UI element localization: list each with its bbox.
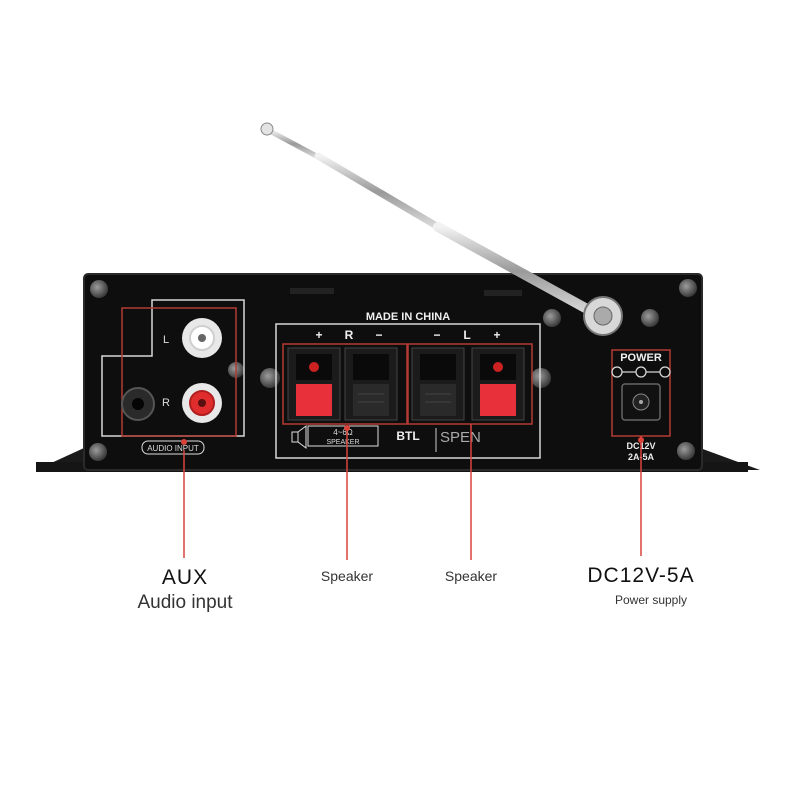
btl-label: BTL — [396, 429, 419, 443]
aux-callout-subtitle: Audio input — [137, 592, 233, 613]
terminal-sign: L — [463, 328, 470, 342]
aux-section-outline — [101, 299, 245, 437]
speaker-terminal — [344, 347, 398, 421]
power-title: POWER — [620, 352, 662, 364]
made-in-label: MADE IN CHINA — [366, 311, 450, 323]
speaker-section-outline — [275, 323, 541, 459]
impedance-box — [307, 425, 379, 447]
speaker-text: SPEAKER — [326, 439, 359, 446]
terminal-sign: + — [493, 328, 500, 342]
speaker-terminal — [471, 347, 525, 421]
callout-dot — [344, 425, 350, 431]
callout-dot — [181, 439, 187, 445]
speaker-terminal — [411, 347, 465, 421]
terminal-signs: + R − − L + — [315, 328, 500, 342]
terminal-sign: − — [433, 328, 440, 342]
speaker-icon — [291, 425, 307, 449]
jack-l-label: L — [163, 334, 169, 346]
dc-power-jack — [621, 383, 661, 421]
power-callout-subtitle: Power supply — [614, 593, 688, 607]
spen-label: SPEN — [440, 429, 481, 446]
panel-slot — [484, 290, 522, 296]
callout-dot — [638, 437, 644, 443]
aux-label: AUDIO INPUT — [147, 444, 199, 453]
speaker-r-callout-box — [282, 343, 408, 425]
speaker-callout-1: Speaker — [320, 568, 374, 584]
aux-label-box — [141, 440, 205, 455]
rca-jack-right — [182, 383, 222, 423]
rca-jack-left — [182, 318, 222, 358]
terminal-sign: R — [345, 328, 354, 342]
power-callout-title: DC12V-5A — [587, 564, 695, 587]
aux-3.5mm-jack — [121, 387, 155, 421]
speaker-callout-2: Speaker — [444, 568, 498, 584]
aux-callout-box — [121, 307, 237, 437]
terminal-sign: − — [375, 328, 382, 342]
speaker-l-callout-box — [407, 343, 533, 425]
impedance-label: 4~6Ω — [333, 428, 353, 437]
polarity-symbol — [611, 366, 671, 378]
antenna — [260, 122, 623, 336]
terminal-sign: + — [315, 328, 322, 342]
panel-slot — [290, 288, 334, 294]
jack-r-label: R — [162, 397, 170, 409]
aux-callout-title: AUX — [161, 566, 209, 589]
speaker-terminal — [287, 347, 341, 421]
